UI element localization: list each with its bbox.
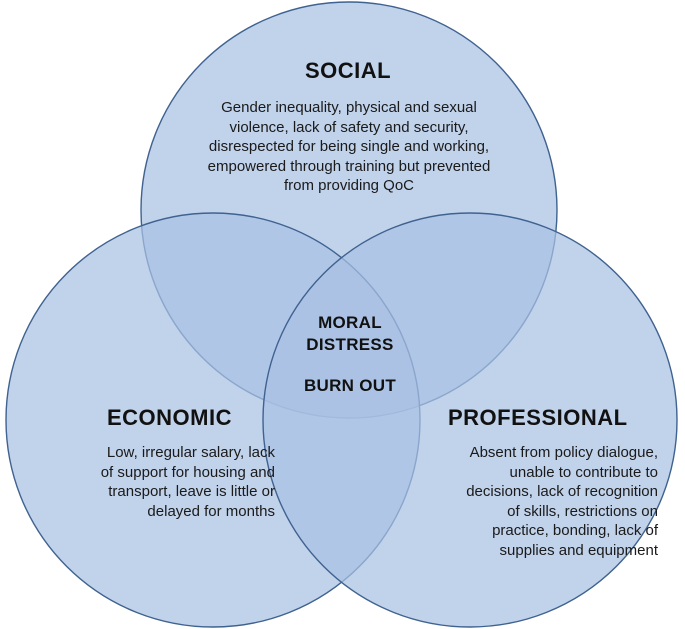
professional-line: practice, bonding, lack of: [492, 522, 658, 539]
distress-text: DISTRESS: [306, 335, 394, 354]
economic-description: Low, irregular salary, lack of support f…: [40, 443, 275, 521]
social-line: empowered through training but prevented: [207, 157, 491, 175]
economic-line: delayed for months: [147, 502, 275, 520]
professional-line: decisions, lack of recognition: [466, 483, 658, 500]
social-line: Gender inequality, physical and sexual: [221, 99, 477, 116]
economic-line: of support for housing and: [100, 463, 275, 481]
economic-line: transport, leave is little or: [108, 483, 275, 500]
professional-line: Absent from policy dialogue,: [469, 444, 658, 461]
economic-line: Low, irregular salary, lack: [106, 444, 275, 461]
professional-line: unable to contribute to: [509, 463, 658, 481]
economic-title: ECONOMIC: [107, 405, 232, 430]
social-line: violence, lack of safety and security,: [229, 118, 469, 136]
social-line: from providing QoC: [283, 177, 415, 194]
moral-text: MORAL: [318, 313, 382, 332]
professional-description: Absent from policy dialogue, unable to c…: [396, 443, 658, 560]
professional-title: PROFESSIONAL: [448, 405, 628, 430]
moral-distress-label: MORAL DISTRESS: [280, 312, 420, 356]
professional-circle: [262, 212, 678, 628]
professional-line: of skills, restrictions on: [507, 502, 658, 520]
social-title: SOCIAL: [305, 58, 392, 83]
social-line: disrespected for being single and workin…: [208, 138, 490, 155]
professional-line: supplies and equipment: [499, 541, 658, 559]
social-description: Gender inequality, physical and sexual v…: [168, 98, 530, 196]
burn-out-label: BURN OUT: [303, 376, 397, 395]
